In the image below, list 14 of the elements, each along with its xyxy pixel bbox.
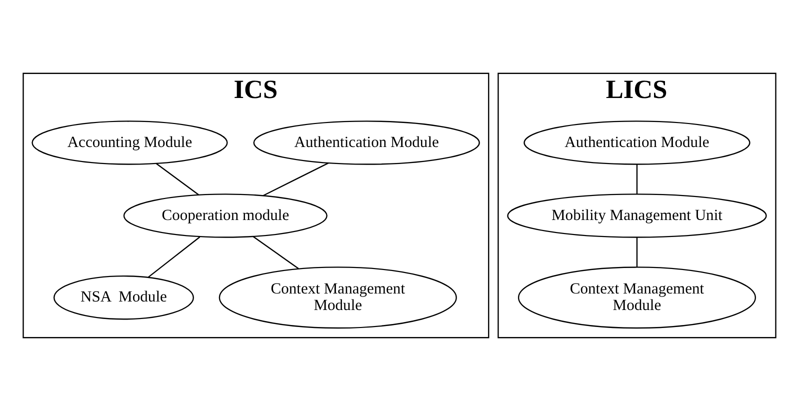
node-ellipse: Cooperation module [123, 193, 328, 238]
node-ellipse: Context Management Module [218, 266, 457, 328]
node-ellipse: NSA Module [53, 274, 194, 320]
connector [252, 236, 299, 269]
node-ellipse: Context Management Module [518, 266, 756, 328]
connector [636, 236, 638, 267]
node-ellipse: Accounting Module [32, 120, 228, 164]
connector [156, 162, 199, 195]
node-ellipse: Mobility Management Unit [507, 193, 767, 238]
connector [148, 236, 200, 278]
node-ellipse: Authentication Module [524, 120, 750, 164]
connector [262, 162, 329, 196]
connector [636, 164, 638, 194]
node-ellipse: Authentication Module [253, 120, 480, 164]
